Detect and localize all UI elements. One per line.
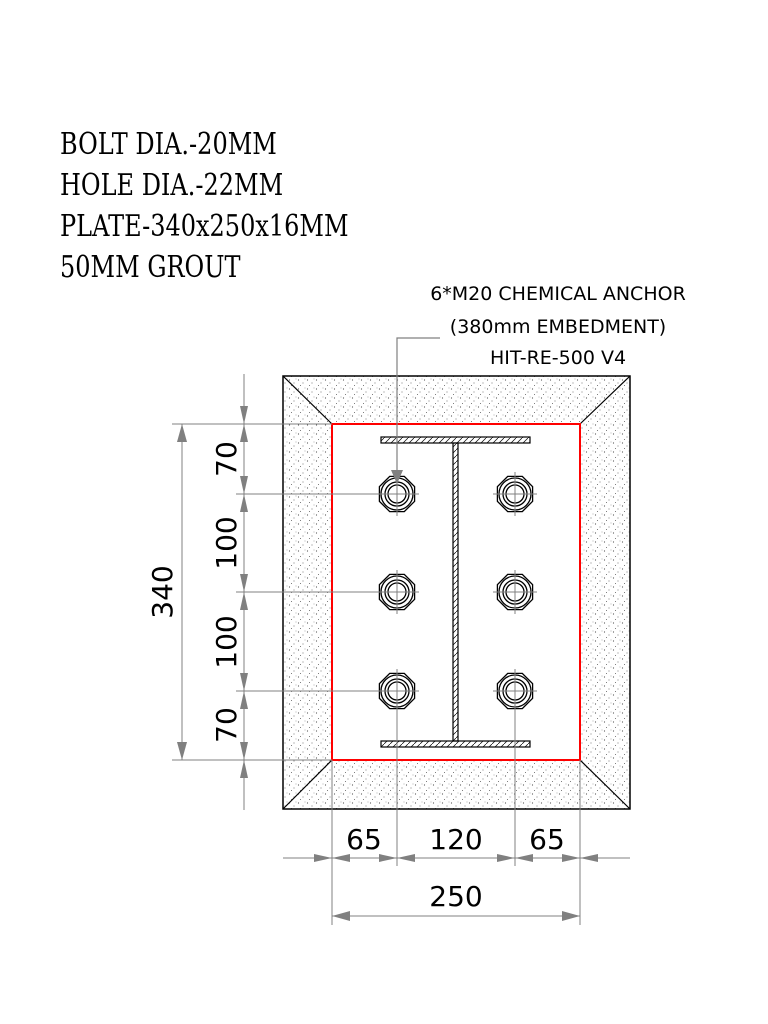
web xyxy=(452,442,459,742)
dimension-line-plate-height xyxy=(177,424,187,760)
vertical-extension-lines xyxy=(172,423,397,761)
dim-edge-top: 70 xyxy=(210,441,243,477)
callout-leader xyxy=(396,337,440,482)
dimension-line-plate-width xyxy=(332,911,580,921)
dim-edge-bottom: 70 xyxy=(210,707,243,743)
callout-leader-arrow xyxy=(391,470,403,484)
anchor-bolt-2 xyxy=(493,472,537,516)
anchor-bolt-4 xyxy=(493,570,537,614)
dim-edge-right: 65 xyxy=(529,823,565,856)
dim-bolt-gauge: 120 xyxy=(429,823,482,856)
bottom-flange xyxy=(380,740,531,748)
steel-i-section xyxy=(380,436,531,748)
anchor-bolt-6 xyxy=(493,669,537,713)
callout-line-1: 6*M20 CHEMICAL ANCHOR xyxy=(430,283,686,305)
top-flange xyxy=(380,436,531,444)
grout-corner-lines xyxy=(282,375,631,810)
dim-edge-left: 65 xyxy=(346,823,382,856)
callout-line-2: (380mm EMBEDMENT) xyxy=(450,316,666,338)
note-plate-size: PLATE-340x250x16MM xyxy=(60,209,349,244)
callout-line-3: HIT-RE-500 V4 xyxy=(490,347,626,369)
note-grout: 50MM GROUT xyxy=(60,250,241,285)
dim-spacing-1: 100 xyxy=(210,516,243,569)
note-hole-dia: HOLE DIA.-22MM xyxy=(60,168,284,203)
dimension-line-bolt-gauge xyxy=(283,854,630,862)
dim-spacing-2: 100 xyxy=(210,615,243,668)
dim-plate-width: 250 xyxy=(429,880,482,913)
note-bolt-dia: BOLT DIA.-20MM xyxy=(60,127,277,162)
dim-plate-height: 340 xyxy=(146,565,179,618)
horizontal-extension-lines xyxy=(331,700,581,925)
dimension-line-bolt-spacing xyxy=(240,374,248,810)
